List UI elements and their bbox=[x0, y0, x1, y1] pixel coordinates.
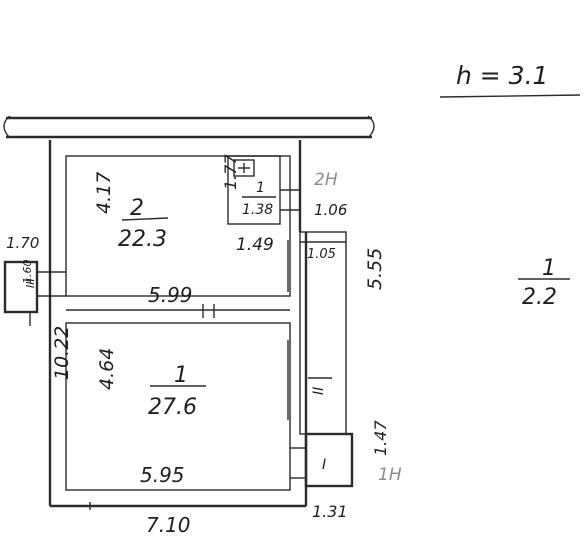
dim-room2-height: 4.17 bbox=[93, 172, 115, 214]
room-2-number: 2 bbox=[130, 196, 144, 221]
room-1-area: 27.6 bbox=[148, 395, 197, 420]
height-note-underline bbox=[439, 94, 581, 98]
dim-overall-height: 10.22 bbox=[51, 326, 73, 380]
room-1-number: 1 bbox=[174, 363, 188, 388]
room-1-outline bbox=[65, 322, 291, 491]
dim-loggia-length: 5.55 bbox=[364, 248, 386, 290]
height-note: h = 3.1 bbox=[456, 61, 548, 90]
dim-entry-width: 1.31 bbox=[312, 502, 348, 521]
summary-number: 1 bbox=[542, 256, 556, 281]
dim-balcony-depth: 1.60 bbox=[21, 260, 34, 285]
exterior-wall-band bbox=[3, 115, 375, 139]
entry-outline bbox=[304, 432, 354, 488]
dim-loggia-top-a: 1.06 bbox=[314, 201, 347, 219]
room-2-area: 22.3 bbox=[118, 227, 167, 252]
side-balcony-outline bbox=[3, 260, 39, 314]
dimension-ticks bbox=[29, 189, 332, 510]
dim-overall-width: 7.10 bbox=[146, 513, 191, 537]
dim-room2-width: 5.99 bbox=[148, 283, 193, 307]
dim-entry-height: 1.47 bbox=[371, 420, 390, 456]
dim-closet-height: 1.77 bbox=[221, 154, 240, 190]
dim-room1-width: 5.95 bbox=[140, 463, 185, 487]
dim-room1-height: 4.64 bbox=[96, 348, 118, 390]
closet-inner bbox=[233, 159, 255, 177]
dim-closet-width: 1.49 bbox=[236, 235, 274, 255]
floor-label-upper: 2H bbox=[314, 170, 338, 190]
dim-balcony-width: 1.70 bbox=[6, 234, 39, 252]
dim-loggia-top-b: 1.05 bbox=[307, 247, 336, 262]
closet-area: 1.38 bbox=[242, 202, 273, 218]
room-2-outline bbox=[65, 155, 291, 297]
summary-area: 2.2 bbox=[522, 285, 557, 310]
balcony-numeral: III bbox=[24, 278, 37, 288]
loggia-numeral: II bbox=[311, 387, 327, 395]
entry-numeral: I bbox=[322, 457, 326, 473]
closet-number: 1 bbox=[256, 180, 265, 196]
floor-label-lower: 1H bbox=[378, 465, 402, 485]
